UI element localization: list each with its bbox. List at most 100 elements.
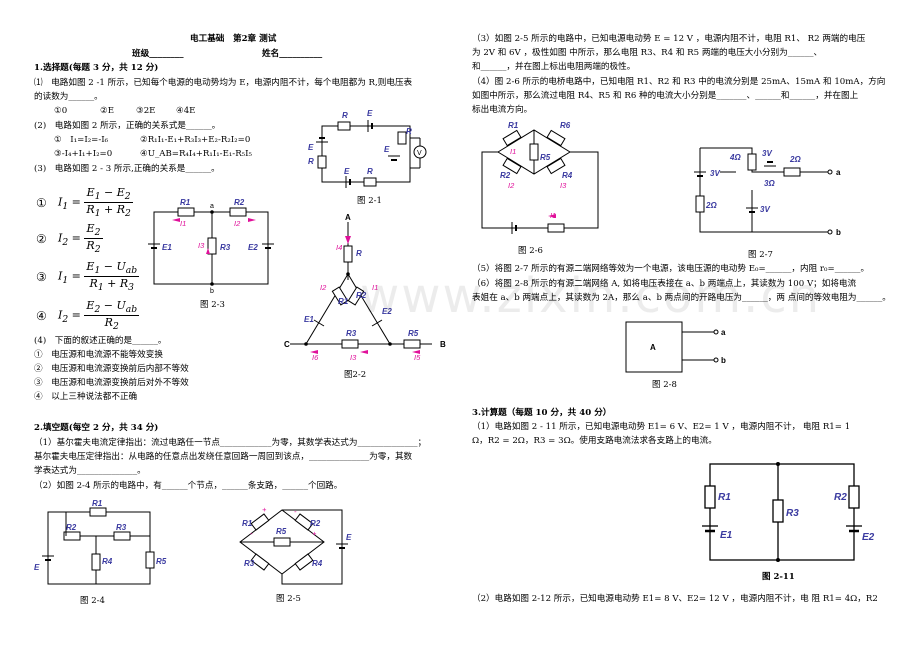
svg-text:R2: R2 (356, 291, 367, 300)
q4-option: ④ 以上三种说法都不正确 (34, 392, 138, 402)
svg-text:R2: R2 (500, 171, 511, 180)
section-3-heading: 3.计算题（每题 10 分，共 40 分） (472, 408, 612, 418)
svg-text:I3: I3 (350, 353, 357, 362)
svg-text:I3: I3 (560, 181, 567, 190)
svg-text:E: E (384, 145, 390, 154)
caption-fig-2-7: 图 2-7 (748, 250, 773, 260)
calc-q1-line1: （1）电路如图 2 - 11 所示，已知电源电动势 E1= 6 V、E2= 1 … (472, 422, 851, 432)
section-1-heading: 1.选择题(每题 3 分，共 12 分) (34, 63, 159, 73)
svg-text:b: b (836, 228, 841, 237)
q2-option: ④U_AB=R₄I₄+R₁I₁-E₁-R₅I₅ (140, 149, 252, 159)
svg-text:R3: R3 (116, 523, 127, 532)
fill-q3-line2: 为 2V 和 6V ，极性如图 中所示，那么电阻 R3、R4 和 R5 两端的电… (472, 48, 823, 58)
fill-q4-line3: 标出电流方向。 (472, 105, 533, 115)
svg-text:b: b (210, 288, 214, 295)
q4-text: (4) 下面的叙述正确的是______。 (34, 336, 167, 346)
watermark: www.zixin.com.cn (360, 268, 822, 324)
figure-2-3: R1 R2 R3 E1 E2 a b I1 I2 I3 (148, 198, 274, 295)
svg-text:C: C (284, 340, 290, 349)
svg-text:R: R (406, 127, 412, 136)
svg-text:3V: 3V (760, 205, 770, 214)
svg-text:E1: E1 (720, 530, 733, 541)
svg-text:I5: I5 (414, 353, 421, 362)
svg-text:R6: R6 (560, 121, 571, 130)
figure-2-1: R E R E E R E R V (308, 109, 427, 188)
fill-q3-line3: 和______，并在图上标出电阻两端的极性。 (472, 62, 636, 72)
svg-text:R4: R4 (102, 557, 113, 566)
svg-text:E2: E2 (248, 243, 258, 252)
q1-text: ⑴ 电路如图 2 -1 所示，已知每个电源的电动势均为 E，电源内阻不计，每个电… (34, 78, 413, 88)
fill-q1-line2: 基尔霍夫电压定律指出：从电路的任意点出发绕任意回路一周回到该点，________… (34, 452, 413, 462)
fill-q6-line1: （6）将图 2-8 所示的有源二端网络 A, 如将电压表接在 a、b 两端点上，… (472, 279, 857, 289)
figure-2-5: R1 R2 R5 R3 R4 E + - - + (239, 505, 352, 585)
q1-option: ②E (100, 106, 114, 116)
svg-text:R3: R3 (220, 243, 231, 252)
svg-text:B: B (440, 340, 446, 349)
svg-text:R: R (367, 167, 373, 176)
svg-text:R1: R1 (508, 121, 519, 130)
svg-text:R2: R2 (234, 198, 245, 207)
svg-text:R3: R3 (786, 508, 799, 519)
caption-fig-2-6: 图 2-6 (518, 246, 543, 256)
svg-text:+: + (262, 505, 267, 514)
svg-text:2Ω: 2Ω (789, 155, 801, 164)
q3-option-number: ② (36, 232, 47, 246)
svg-text:R: R (356, 249, 362, 258)
svg-text:I3: I3 (198, 241, 205, 250)
caption-fig-2-2: 图2-2 (344, 370, 367, 380)
svg-text:V: V (417, 150, 422, 157)
svg-text:a: a (210, 203, 214, 210)
figure-2-4: R1 R2 R3 R4 R5 E (34, 499, 167, 585)
svg-text:E: E (344, 167, 350, 176)
q3-option-number: ④ (36, 309, 47, 323)
svg-text:R3: R3 (244, 559, 255, 568)
q3-option-number: ① (36, 196, 47, 210)
svg-text:E2: E2 (382, 307, 392, 316)
svg-text:R5: R5 (276, 527, 287, 536)
svg-text:R1: R1 (92, 499, 103, 508)
svg-text:R: R (308, 157, 314, 166)
svg-text:I1: I1 (372, 283, 378, 292)
svg-text:R3: R3 (346, 329, 357, 338)
figure-2-11: R1 R3 R2 E1 E2 (702, 462, 875, 562)
q1-text-cont: 的读数为______。 (34, 92, 103, 102)
svg-text:R2: R2 (66, 523, 77, 532)
svg-text:R5: R5 (156, 557, 167, 566)
svg-text:3V: 3V (710, 169, 720, 178)
calc-q1-line2: Ω，R2 = 2Ω，R3 = 3Ω。使用支路电流法求各支路上的电流。 (472, 436, 717, 446)
caption-fig-2-3: 图 2-3 (200, 300, 225, 310)
svg-text:E: E (34, 563, 40, 572)
figure-2-2: A C B R R1 R2 E1 E2 R3 R5 I4 I2 I1 I3 I6… (284, 213, 446, 362)
svg-text:I2: I2 (508, 181, 515, 190)
svg-text:R5: R5 (540, 153, 551, 162)
caption-fig-2-1: 图 2-1 (357, 196, 382, 206)
svg-text:R: R (342, 111, 348, 120)
svg-text:R2: R2 (310, 519, 321, 528)
q1-option: ④4E (176, 106, 196, 116)
svg-text:I2: I2 (234, 219, 241, 228)
svg-text:a: a (721, 328, 726, 337)
svg-text:4Ω: 4Ω (729, 153, 741, 162)
svg-text:I4: I4 (336, 243, 342, 252)
svg-text:R1: R1 (242, 519, 253, 528)
name-field-label: 姓名__________ (262, 49, 323, 59)
q4-option: ② 电压源和电流源变换前后内部不等效 (34, 364, 189, 374)
figure-2-7: 3V 4Ω 3V 3Ω 2Ω 2Ω 3V a b (694, 147, 841, 237)
svg-text:E1: E1 (304, 315, 314, 324)
fill-q3-line1: （3）如图 2-5 所示的电路中，已知电源电动势 E = 12 V ，电源内阻不… (472, 34, 866, 44)
q3-text: (3) 电路如图 2 - 3 所示,正确的关系是______。 (34, 164, 220, 174)
svg-text:R1: R1 (718, 492, 731, 503)
svg-text:I2: I2 (320, 283, 327, 292)
svg-text:R5: R5 (408, 329, 419, 338)
svg-text:R2: R2 (834, 492, 847, 503)
svg-text:E: E (346, 533, 352, 542)
svg-text:R4: R4 (562, 171, 573, 180)
q4-option: ① 电压源和电流源不能等效变换 (34, 350, 163, 360)
q1-option: ①0 (54, 106, 68, 116)
svg-text:-: - (294, 507, 297, 516)
svg-text:I1: I1 (510, 147, 516, 156)
fill-q6-line2: 表姐在 a、b 两端点上，其读数为 2A，那么 a、b 两点间的开路电压为___… (472, 293, 891, 303)
svg-text:I6: I6 (312, 353, 319, 362)
q2-option: ②R₁I₁-E₁+R₃I₃+E₂-R₂I₂=0 (140, 135, 251, 145)
